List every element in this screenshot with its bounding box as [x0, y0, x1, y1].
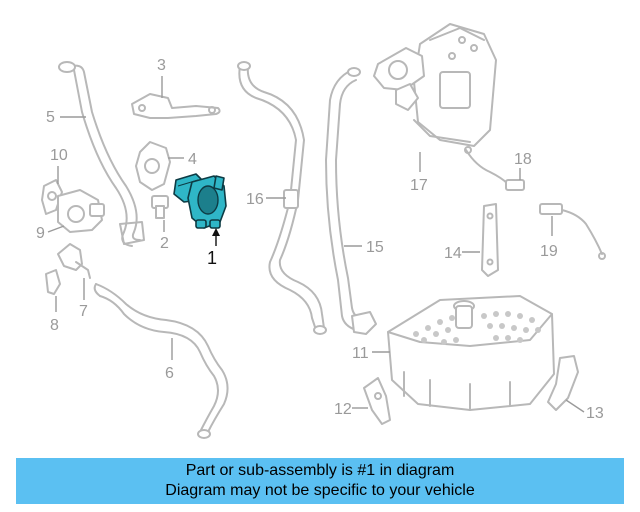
callout-18: 18: [514, 151, 532, 180]
canister-holes: [413, 311, 541, 345]
part-19-sensor: [539, 203, 606, 260]
callout-11: 11: [352, 345, 390, 362]
banner-line-1: Part or sub-assembly is #1 in diagram: [185, 462, 455, 479]
part-12-bracket: [363, 377, 391, 425]
part-15-hose: [325, 67, 377, 335]
part-11-canister: [387, 295, 555, 411]
svg-text:7: 7: [79, 303, 88, 320]
callout-16: 16: [246, 191, 286, 208]
callout-8: 8: [50, 296, 59, 334]
svg-text:8: 8: [50, 317, 59, 334]
svg-text:9: 9: [36, 225, 45, 242]
callout-6: 6: [165, 338, 174, 382]
part-3-bracket: [131, 93, 221, 119]
svg-text:18: 18: [514, 151, 532, 168]
callout-1: 1: [207, 228, 220, 268]
callout-17: 17: [410, 152, 428, 194]
part-2-bolt: [151, 195, 169, 219]
callout-2: 2: [160, 220, 169, 252]
callout-9: 9: [36, 225, 65, 242]
part-13-bracket: [547, 355, 579, 411]
svg-text:10: 10: [50, 147, 68, 164]
svg-text:4: 4: [188, 151, 197, 168]
part-18-sensor: [464, 146, 525, 191]
callout-19: 19: [540, 216, 558, 260]
part-4-gasket: [135, 141, 171, 191]
callout-13: 13: [565, 399, 604, 422]
svg-text:14: 14: [444, 245, 462, 262]
part-9-valve: [57, 189, 105, 233]
part-14-bracket: [481, 203, 499, 277]
svg-text:16: 16: [246, 191, 264, 208]
part-1-pump: [173, 173, 227, 229]
svg-text:11: 11: [352, 345, 369, 362]
svg-text:3: 3: [157, 57, 166, 74]
info-banner: Part or sub-assembly is #1 in diagram Di…: [16, 458, 624, 504]
part-16-hose: [237, 61, 327, 335]
part-8-clip: [45, 269, 61, 295]
svg-text:5: 5: [46, 109, 55, 126]
svg-text:12: 12: [334, 401, 352, 418]
part-6-hose: [93, 283, 229, 439]
callout-3: 3: [157, 57, 166, 98]
svg-text:13: 13: [586, 405, 604, 422]
part-5-hose: [58, 61, 145, 247]
part-7-fitting: [57, 243, 91, 279]
callout-10: 10: [50, 147, 68, 184]
callout-4: 4: [168, 151, 197, 168]
banner-line-2: Diagram may not be specific to your vehi…: [165, 482, 475, 499]
svg-text:17: 17: [410, 177, 428, 194]
part-17-valve-block: [373, 23, 497, 147]
callout-5: 5: [46, 109, 86, 126]
callout-12: 12: [334, 401, 368, 418]
svg-text:19: 19: [540, 243, 558, 260]
parts-diagram: 5 3 4 10 9 7: [36, 23, 606, 439]
callout-7: 7: [79, 278, 88, 320]
svg-text:2: 2: [160, 235, 169, 252]
svg-text:15: 15: [366, 239, 384, 256]
callout-15: 15: [344, 239, 384, 256]
svg-text:1: 1: [207, 248, 217, 268]
svg-text:6: 6: [165, 365, 174, 382]
callout-14: 14: [444, 245, 480, 262]
